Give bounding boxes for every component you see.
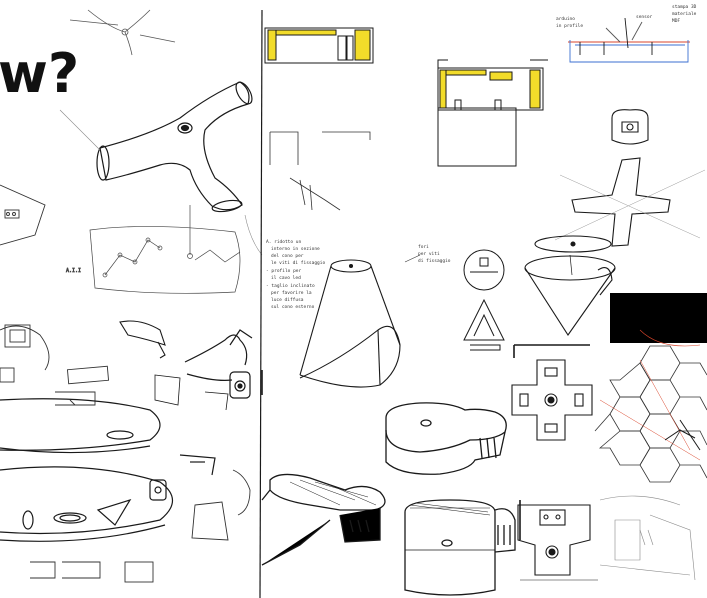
bracket-marks [261,344,590,540]
note-middle-3: del cono per [271,253,304,259]
note-top-right-5: materiale [672,11,697,17]
cone-with-disc [524,235,616,336]
hexagon-pattern [594,329,707,483]
clip-piece [119,320,166,359]
tripod-sketch [69,9,176,56]
column-divider [259,9,263,598]
note-center-2: per viti [418,251,440,257]
note-top-right-2: in profile [556,23,583,29]
edge-fragment-left [0,184,46,246]
cross-piece-flat [511,359,593,441]
note-top-right-3: sensor [636,15,653,20]
left-mid-sketches [0,324,110,406]
note-center-3: di fissaggio [418,258,451,264]
arm-bracket [154,329,253,411]
joint-detail-sketch: A.I.I [66,205,241,294]
note-top-right-6: MDF [672,18,680,24]
note-middle-10: sul cono esterno [271,304,315,310]
note-middle-9: luce diffusa [271,297,304,303]
note-middle-1: A. ridotto un [266,239,302,245]
slanted-cylinder-lamp [299,259,401,388]
faint-sketches-bottom-right [599,495,696,581]
note-top-right-4: stampa 3D [672,4,697,10]
bone-shape-lower [261,473,386,566]
bottom-right-plate [517,504,598,581]
flat-ring-bottom [0,454,216,542]
profile-section-yellow [264,27,374,64]
note-top-right-1: arduino [556,16,575,22]
note-middle-7: - taglio inclinato [266,283,315,289]
fixing-note: fori per viti di fissaggio [404,244,451,264]
note-middle-8: per favorire la [271,290,312,296]
tall-cylinder [404,499,516,596]
bottom-left-pieces [30,469,251,583]
note-middle-2: interno in sezione [271,246,320,252]
note-middle-4: le viti di fissaggio [271,260,325,266]
small-line-details [269,131,371,211]
black-block [610,293,707,343]
middle-notes: A. ridotto un interno in sezione del con… [266,239,325,310]
column-section-yellow [437,59,548,167]
red-blue-section: arduino in profile sensor stampa 3D mate… [556,4,697,63]
note-center-1: fori [418,244,429,250]
round-plate-triangle [463,249,505,351]
cup-piece [611,109,649,145]
note-middle-5: - profilo per [266,268,302,274]
flat-disc-top [0,398,161,454]
bone-shape-upper [385,402,507,475]
three-arm-connector [59,81,263,256]
scrawl-heading: w? [0,42,79,105]
note-left-label: A.I.I [66,268,81,274]
note-middle-6: il cavo led [271,275,301,281]
scrawl-text: w? [0,42,79,105]
cross-connector [554,157,706,247]
